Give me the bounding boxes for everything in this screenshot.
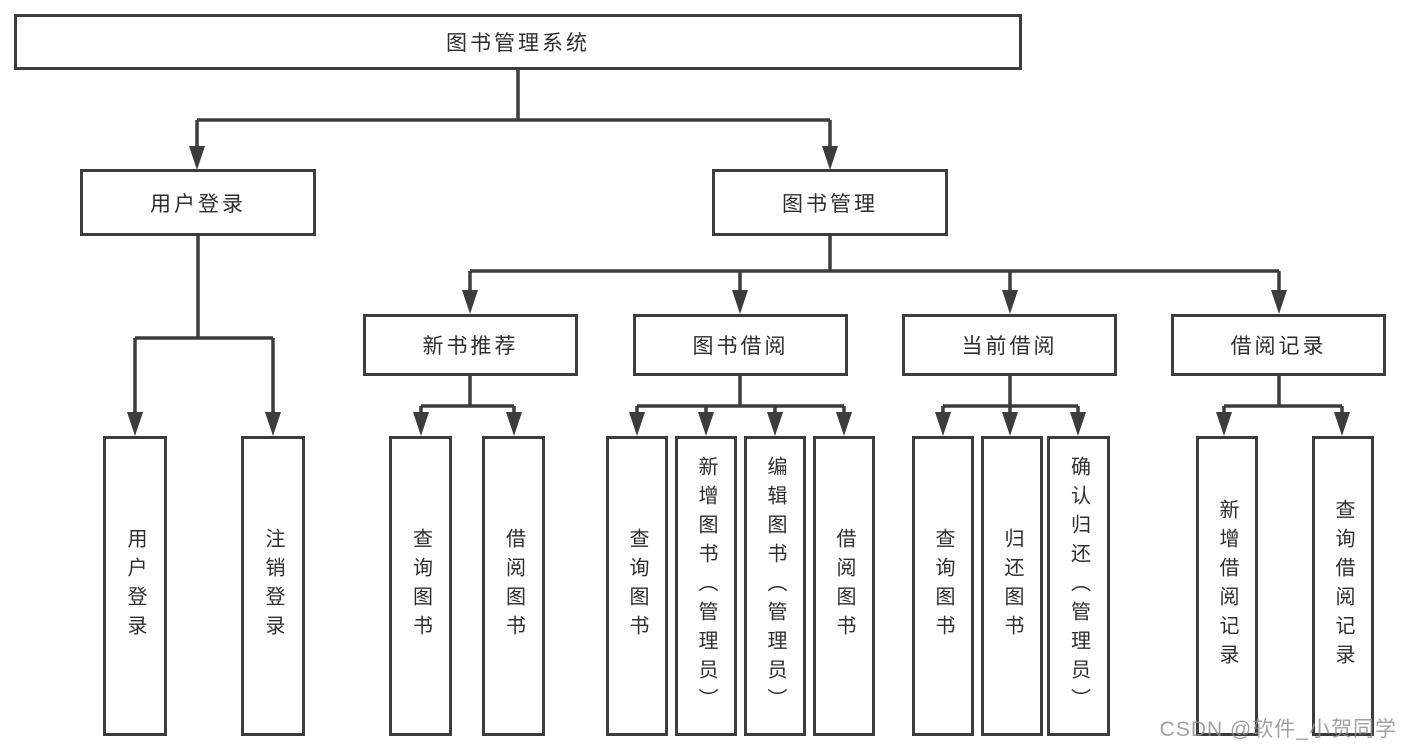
leaf-borrow-books-recommend-label: 借阅图书 [502, 528, 525, 644]
node-borrowing-records-label: 借阅记录 [1230, 335, 1327, 358]
node-library-system-label: 图书管理系统 [446, 32, 590, 55]
node-user-login: 用户登录 [80, 169, 316, 236]
connector-book-borrowing [635, 376, 846, 418]
leaf-edit-books-admin: 编辑图书（管理员） [744, 436, 806, 736]
leaf-borrow-books: 借阅图书 [813, 436, 875, 736]
leaf-logout-label: 注销登录 [262, 528, 284, 644]
leaf-query-books-borrowing: 查询图书 [606, 436, 668, 736]
node-new-book-recommendation-label: 新书推荐 [422, 335, 519, 358]
node-book-borrowing-label: 图书借阅 [692, 335, 789, 358]
leaf-return-books: 归还图书 [981, 436, 1043, 736]
node-borrowing-records: 借阅记录 [1171, 314, 1386, 376]
node-book-borrowing: 图书借阅 [633, 314, 848, 376]
connector-user-login [133, 236, 275, 418]
leaf-borrow-books-label: 借阅图书 [833, 528, 855, 644]
connector-borrowing-records [1222, 376, 1344, 418]
connector-current-borrowing [941, 376, 1080, 418]
watermark-text: CSDN @软件_小贺同学 [1159, 718, 1397, 741]
leaf-add-borrow-record: 新增借阅记录 [1196, 436, 1258, 736]
leaf-confirm-return-admin-label: 确认归还（管理员） [1067, 455, 1090, 717]
leaf-borrow-books-recommend: 借阅图书 [482, 436, 545, 736]
node-book-management-label: 图书管理 [782, 192, 878, 216]
node-book-management: 图书管理 [712, 169, 948, 236]
leaf-query-books-current: 查询图书 [912, 436, 974, 736]
node-current-borrowing-label: 当前借阅 [961, 335, 1058, 358]
arrowheads [127, 146, 1350, 436]
leaf-query-books-recommend: 查询图书 [389, 436, 452, 736]
leaf-add-borrow-record-label: 新增借阅记录 [1216, 499, 1238, 673]
leaf-return-books-label: 归还图书 [1001, 528, 1023, 644]
leaf-user-login-label: 用户登录 [124, 528, 146, 644]
node-current-borrowing: 当前借阅 [902, 314, 1117, 376]
leaf-query-books-borrowing-label: 查询图书 [626, 528, 648, 644]
node-library-system: 图书管理系统 [14, 14, 1022, 70]
node-user-login-label: 用户登录 [150, 192, 246, 216]
node-new-book-recommendation: 新书推荐 [363, 314, 578, 376]
leaf-edit-books-admin-label: 编辑图书（管理员） [764, 455, 786, 717]
leaf-add-books-admin: 新增图书（管理员） [675, 436, 737, 736]
connector-root [195, 70, 832, 150]
leaf-query-books-recommend-label: 查询图书 [409, 528, 432, 644]
connector-book-management [468, 236, 1281, 294]
leaf-confirm-return-admin: 确认归还（管理员） [1047, 436, 1110, 736]
leaf-add-books-admin-label: 新增图书（管理员） [695, 455, 717, 717]
leaf-logout: 注销登录 [241, 436, 305, 736]
leaf-query-borrow-record: 查询借阅记录 [1312, 436, 1374, 736]
leaf-user-login: 用户登录 [103, 436, 167, 736]
leaf-query-borrow-record-label: 查询借阅记录 [1332, 499, 1354, 673]
leaf-query-books-current-label: 查询图书 [932, 528, 954, 644]
connector-new-book [419, 376, 516, 418]
